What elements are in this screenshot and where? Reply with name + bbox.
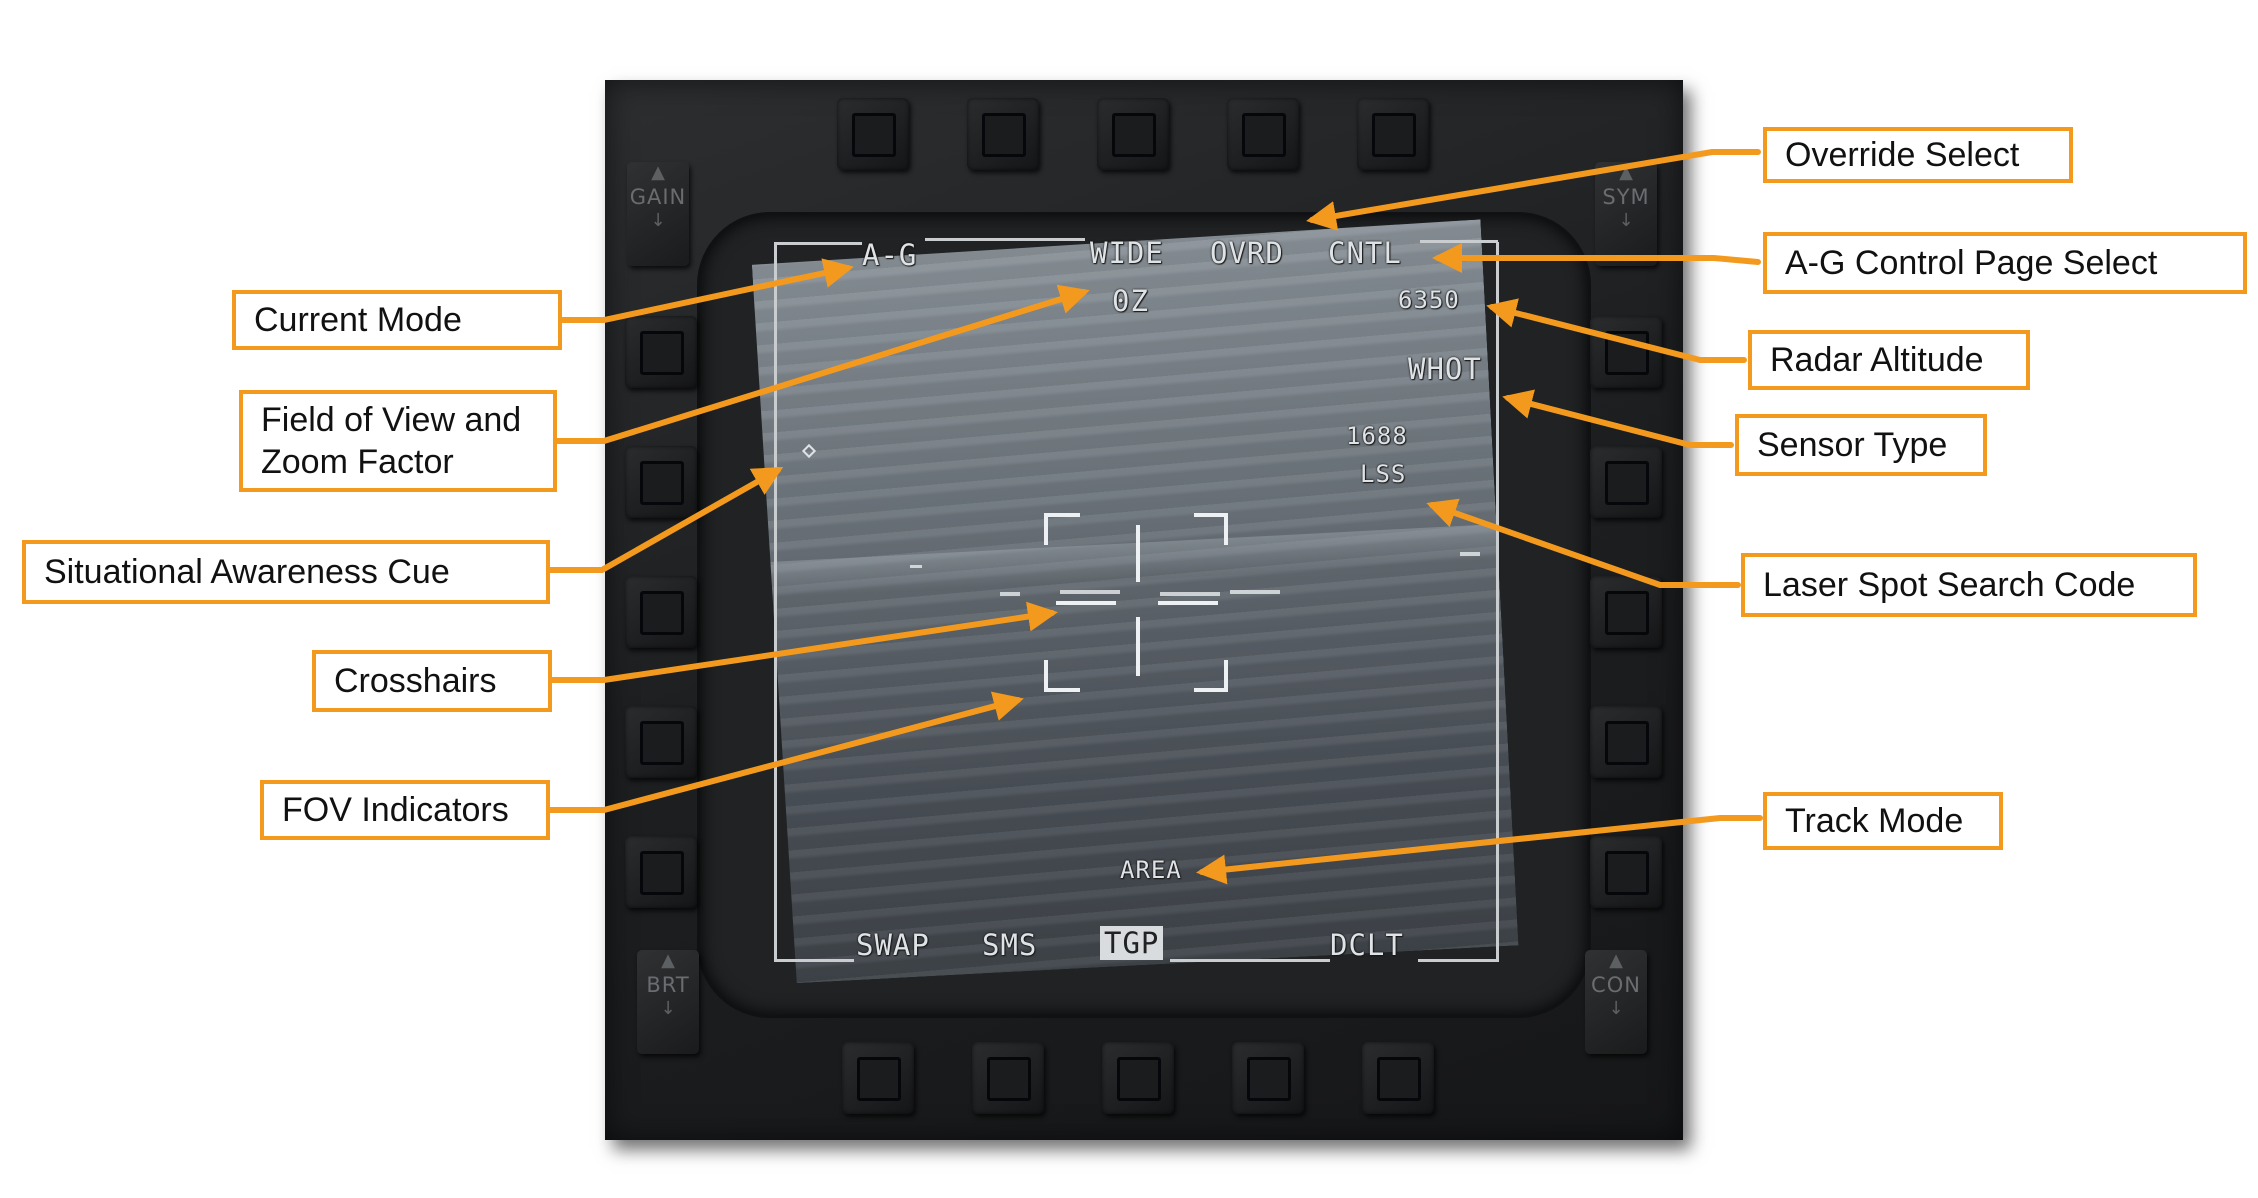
callout-crosshairs: Crosshairs (312, 650, 552, 712)
laser-code-value: 1688 (1346, 422, 1408, 450)
osb-right-4[interactable] (1590, 706, 1662, 778)
osb-bottom-3[interactable] (1102, 1042, 1174, 1114)
arrow-down-icon: ↓ (637, 998, 699, 1020)
osb-top-1[interactable] (837, 98, 909, 170)
osb-right-2[interactable] (1590, 446, 1662, 518)
ovrd-label: OVRD (1210, 236, 1284, 270)
track-mode-value: AREA (1120, 856, 1182, 884)
lss-label: LSS (1360, 460, 1406, 488)
osb-right-5[interactable] (1590, 836, 1662, 908)
callout-sensor-type: Sensor Type (1735, 414, 1987, 476)
arrow-up-icon: ▲ (637, 950, 699, 972)
gain-label: GAIN (627, 184, 689, 210)
osb-top-4[interactable] (1227, 98, 1299, 170)
radar-altitude-value: 6350 (1398, 286, 1460, 314)
cntl-label: CNTL (1328, 236, 1402, 270)
callout-sa-cue: Situational Awareness Cue (22, 540, 550, 604)
display-border-top-c (1420, 240, 1498, 243)
brt-rocker[interactable]: ▲ BRT ↓ (637, 950, 699, 1054)
zoom-factor: 0Z (1112, 284, 1149, 318)
callout-fov-zoom: Field of View and Zoom Factor (239, 390, 557, 492)
callout-current-mode: Current Mode (232, 290, 562, 350)
display-border-bottom-b (1170, 959, 1330, 962)
con-label: CON (1585, 972, 1647, 998)
arrow-down-icon: ↓ (627, 210, 689, 232)
callout-fov-indicators: FOV Indicators (260, 780, 550, 840)
osb-right-3[interactable] (1590, 576, 1662, 648)
tgp-label: TGP (1100, 926, 1163, 960)
callout-override-select: Override Select (1763, 127, 2073, 183)
osb-bottom-1[interactable] (842, 1042, 914, 1114)
osb-left-4[interactable] (625, 706, 697, 778)
osb-bottom-4[interactable] (1232, 1042, 1304, 1114)
fov-wide-label: WIDE (1090, 236, 1164, 270)
osb-left-1[interactable] (625, 316, 697, 388)
callout-ag-control: A-G Control Page Select (1763, 232, 2247, 294)
swap-label: SWAP (856, 928, 930, 962)
osb-top-3[interactable] (1097, 98, 1169, 170)
callout-radar-altitude: Radar Altitude (1748, 330, 2030, 390)
display-border-top-b (925, 238, 1085, 241)
display-border-bottom-c (1418, 959, 1498, 962)
sms-label: SMS (982, 928, 1037, 962)
sym-label: SYM (1595, 184, 1657, 210)
callout-track-mode: Track Mode (1763, 792, 2003, 850)
osb-bottom-5[interactable] (1362, 1042, 1434, 1114)
osb-bottom-2[interactable] (972, 1042, 1044, 1114)
arrow-up-icon: ▲ (1595, 162, 1657, 184)
arrow-up-icon: ▲ (1585, 950, 1647, 972)
osb-top-5[interactable] (1357, 98, 1429, 170)
arrow-up-icon: ▲ (627, 162, 689, 184)
display-border-right (1496, 242, 1499, 962)
sym-rocker[interactable]: ▲ SYM ↓ (1595, 162, 1657, 266)
osb-left-3[interactable] (625, 576, 697, 648)
display-border-bottom-a (774, 959, 854, 962)
arrow-down-icon: ↓ (1595, 210, 1657, 232)
dclt-label: DCLT (1330, 928, 1404, 962)
osb-right-1[interactable] (1590, 316, 1662, 388)
osb-top-2[interactable] (967, 98, 1039, 170)
current-mode-label: A-G (862, 238, 917, 272)
gain-rocker[interactable]: ▲ GAIN ↓ (627, 162, 689, 266)
osb-left-2[interactable] (625, 446, 697, 518)
arrow-down-icon: ↓ (1585, 998, 1647, 1020)
display-border-top-a (774, 242, 862, 245)
sensor-type-value: WHOT (1408, 352, 1482, 386)
brt-label: BRT (637, 972, 699, 998)
callout-laser-code: Laser Spot Search Code (1741, 553, 2197, 617)
con-rocker[interactable]: ▲ CON ↓ (1585, 950, 1647, 1054)
osb-left-5[interactable] (625, 836, 697, 908)
display-border-left (774, 242, 777, 962)
